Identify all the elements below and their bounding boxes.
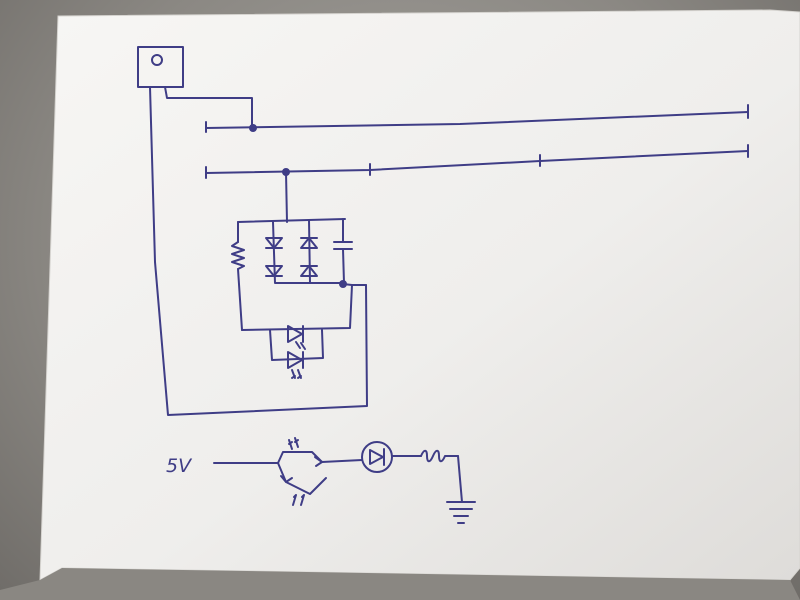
led-in-circle xyxy=(361,441,422,473)
component-network xyxy=(231,218,367,331)
bottom-resistor xyxy=(420,449,459,463)
network-drop-wire xyxy=(285,171,288,223)
source-box xyxy=(137,46,184,88)
paper-lower-edge xyxy=(0,568,800,600)
led-pair xyxy=(269,325,324,379)
outer-loop-wire xyxy=(149,86,368,416)
ground-symbol xyxy=(446,455,476,524)
box-to-top-bus-wire xyxy=(164,86,253,129)
supply-label: 5V xyxy=(166,455,193,477)
opto-transistor xyxy=(213,437,363,506)
second-bus-line xyxy=(205,144,749,179)
paper-sheet xyxy=(39,9,800,581)
top-bus-line xyxy=(205,104,749,133)
